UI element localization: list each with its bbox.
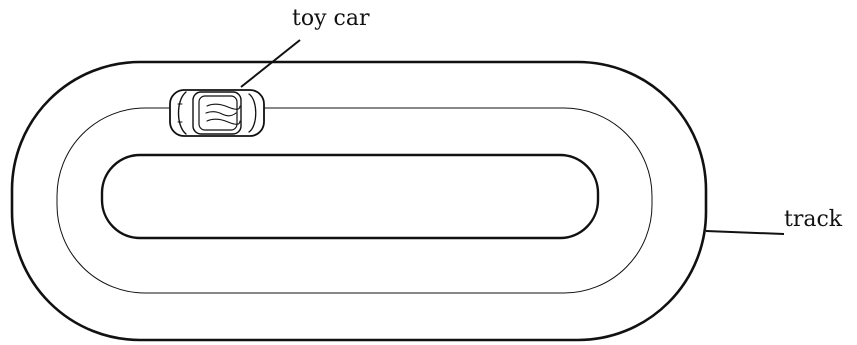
- toy-car-leader-line: [240, 39, 301, 88]
- toy-car-label: toy car: [292, 6, 370, 31]
- track-outer-edge: [10, 60, 708, 342]
- track-inner-edge: [100, 153, 600, 240]
- track-label: track: [784, 207, 843, 232]
- track-leader-line: [705, 230, 785, 235]
- track-lane-line: [56, 107, 653, 294]
- toy-car-icon: [169, 89, 265, 137]
